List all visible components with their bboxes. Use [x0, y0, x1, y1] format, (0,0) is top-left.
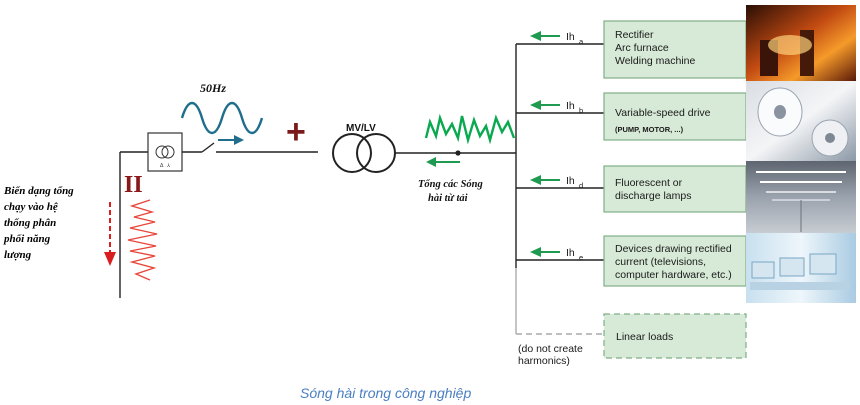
load-box-e-line-1: Devices drawing rectified [615, 243, 732, 255]
load-box-a-line-2: Arc furnace [615, 42, 669, 54]
load-sum-label-line-2: hài từ tải [428, 193, 468, 204]
current-label-b: Ih [566, 100, 575, 112]
current-label-d: Ih [566, 175, 575, 187]
mvlv-transformer-icon [332, 133, 396, 173]
branch-a: Ih a Rectifier Arc furnace Welding machi… [516, 20, 747, 79]
linear-note-line-1: (do not create [518, 343, 583, 355]
linear-load-label: Linear loads [616, 331, 673, 343]
annotation-line-4: phối năng [3, 233, 51, 245]
annotation-line-1: Biến dạng tổng [3, 185, 74, 197]
steel-furnace-photo [746, 5, 856, 81]
red-down-arrow-icon [104, 202, 116, 266]
current-subscript-e: e [579, 253, 583, 262]
current-label-a: Ih [566, 31, 575, 43]
branch-b: Ih b Variable-speed drive (PUMP, MOTOR, … [516, 92, 747, 141]
plus-sign: + [286, 113, 306, 151]
transformer-label: MV/LV [346, 123, 376, 134]
svg-text:Δ: Δ [160, 163, 164, 169]
branch-e: Ih e Devices drawing rectified current (… [516, 235, 747, 287]
load-box-b-line-1: Variable-speed drive [615, 107, 711, 119]
paper-roll-machine-photo [746, 81, 856, 161]
green-left-arrow-icon [426, 157, 460, 167]
load-box-a-line-3: Welding machine [615, 55, 696, 67]
load-sum-label-line-1: Tổng các Sóng [418, 179, 483, 190]
load-box-b-subline: (PUMP, MOTOR, ...) [615, 125, 684, 134]
source-transformer-icon: Δ ⅄ [147, 132, 183, 172]
figure-caption: Sóng hài trong công nghiệp [300, 385, 471, 401]
factory-hall-lights-photo [746, 161, 856, 233]
switch-icon [182, 142, 318, 153]
computer-lab-photo [746, 233, 856, 303]
load-box-lamps [603, 165, 747, 213]
branch-d: Ih d Fluorescent or discharge lamps [516, 165, 747, 213]
load-box-rectified-devices [603, 235, 747, 287]
current-subscript-d: d [579, 181, 583, 190]
load-box-e-line-3: computer hardware, etc.) [615, 269, 732, 281]
current-subscript-a: a [579, 37, 584, 46]
blue-arrow-icon [218, 135, 244, 145]
load-box-d-line-1: Fluorescent or [615, 177, 683, 189]
branch-linear: Linear loads (do not create harmonics) [516, 313, 747, 367]
load-box-d-line-2: discharge lamps [615, 190, 691, 202]
sine-wave-50hz [180, 101, 264, 135]
current-subscript-b: b [579, 106, 583, 115]
distortion-annotation: Biến dạng tổng chạy vào hệ thống phân ph… [3, 185, 74, 261]
load-box-linear [603, 313, 747, 359]
load-box-e-line-2: current (televisions, [615, 256, 706, 268]
frequency-label: 50Hz [200, 81, 226, 95]
bus-node [455, 150, 461, 156]
svg-text:⅄: ⅄ [166, 163, 171, 169]
distorted-green-wave [424, 113, 516, 145]
distorted-red-wave [127, 199, 158, 281]
load-box-variable-speed-drive [603, 92, 747, 141]
current-label-e: Ih [566, 247, 575, 259]
annotation-line-5: lượng [4, 249, 32, 261]
load-box-a-line-1: Rectifier [615, 29, 654, 41]
linear-note-line-2: harmonics) [518, 355, 570, 367]
annotation-line-2: chạy vào hệ [4, 201, 58, 213]
load-box-rectifier [603, 20, 747, 79]
annotation-line-3: thống phân [4, 217, 56, 229]
equals-sign: II [124, 172, 143, 198]
